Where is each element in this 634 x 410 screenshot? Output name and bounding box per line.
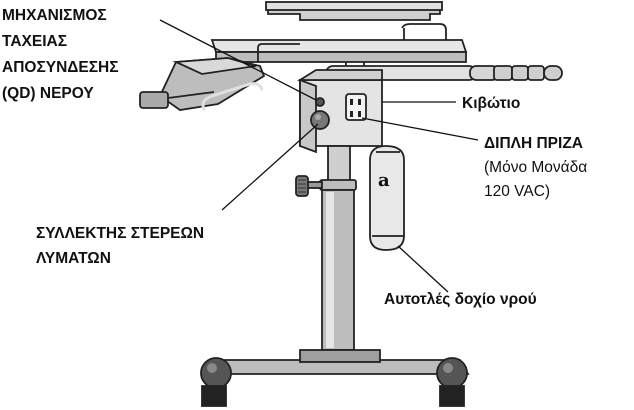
label-outlet-note2: 120 VAC) bbox=[484, 183, 550, 200]
height-knob bbox=[295, 175, 323, 197]
label-qd-line3: ΑΠΟΣΥΝΔΕΣΗΣ bbox=[2, 59, 119, 76]
label-qd-line1: ΜΗΧΑΝΙΣΜΟΣ bbox=[2, 7, 107, 24]
label-box: Κιβώτιο bbox=[462, 95, 520, 112]
leader-outlet bbox=[361, 117, 479, 141]
label-outlet-note1: (Μόνο Μονάδα bbox=[484, 159, 587, 176]
leader-reservoir bbox=[397, 245, 449, 293]
left-arm-tray bbox=[139, 57, 266, 111]
leader-lines bbox=[159, 19, 479, 293]
top-tray bbox=[265, 1, 443, 21]
column bbox=[319, 145, 357, 351]
label-collector-line1: ΣΥΛΛΕΚΤΗΣ ΣΤΕΡΕΩΝ bbox=[36, 225, 204, 242]
control-box bbox=[296, 69, 383, 154]
duplex-outlet bbox=[345, 93, 367, 121]
main-platform bbox=[210, 23, 468, 63]
water-reservoir: a bbox=[369, 145, 405, 251]
label-qd-line4: (QD) ΝΕΡΟΥ bbox=[2, 85, 94, 102]
label-qd-line2: ΤΑΧΕΙΑΣ bbox=[2, 33, 67, 50]
label-reservoir: Αυτοτλές δοχίο νρού bbox=[384, 291, 537, 308]
solids-collector bbox=[310, 110, 330, 130]
label-outlet-title: ΔΙΠΛΗ ΠΡΙΖΑ bbox=[484, 135, 583, 152]
leader-collector bbox=[221, 123, 319, 211]
leader-qd bbox=[159, 19, 317, 101]
base bbox=[200, 349, 470, 407]
label-collector-line2: ΛΥΜΑΤΩΝ bbox=[36, 250, 111, 267]
reservoir-logo: a bbox=[378, 170, 390, 191]
